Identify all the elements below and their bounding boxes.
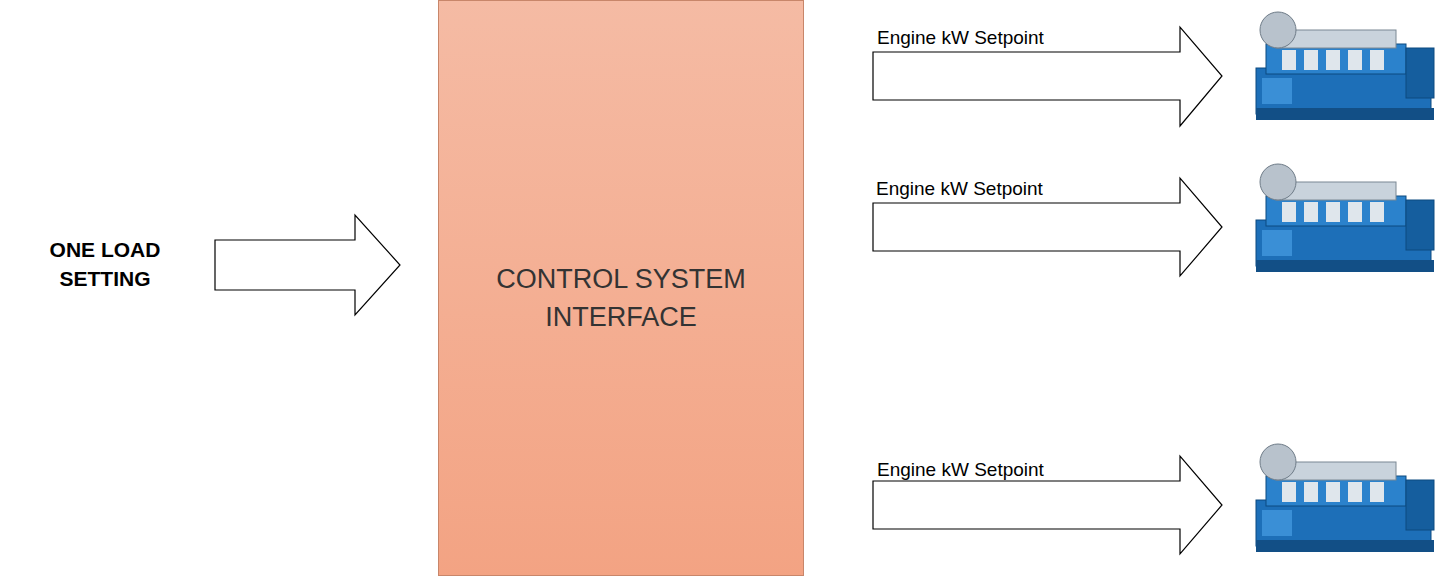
box-title: CONTROL SYSTEM INTERFACE (496, 260, 746, 336)
engine-picture (1256, 12, 1434, 120)
input-label: ONE LOAD SETTING (20, 235, 190, 293)
engine-picture (1256, 164, 1434, 272)
setpoint-label: Engine kW Setpoint (877, 456, 1044, 483)
input-arrow (215, 215, 400, 315)
setpoint-label: Engine kW Setpoint (877, 24, 1044, 51)
setpoint-arrow (873, 456, 1222, 554)
setpoint-label: Engine kW Setpoint (876, 175, 1043, 202)
engine-picture (1256, 444, 1434, 552)
control-box: CONTROL SYSTEM INTERFACE (438, 0, 804, 576)
